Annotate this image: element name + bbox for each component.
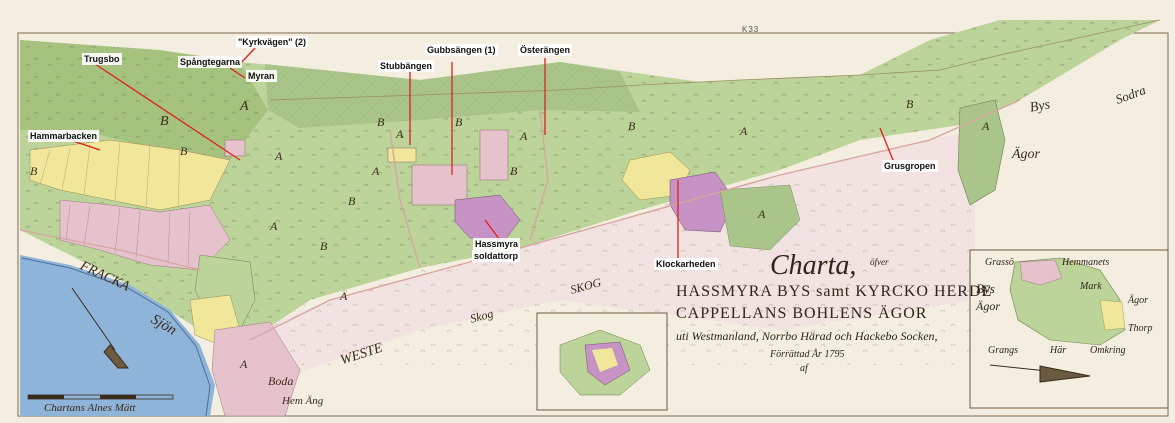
inset-mark: Mark <box>1080 281 1102 292</box>
title-line-westmanland: uti Westmanland, Norrbo Härad och Hackeb… <box>676 329 938 343</box>
label-kyrkvagen: "Kyrkvägen" (2) <box>236 36 309 48</box>
field-letter: B <box>510 164 518 178</box>
village-pink-strips <box>59 199 231 271</box>
field-letter: B <box>348 194 356 208</box>
compass-west-icon <box>71 287 130 369</box>
map-frame <box>17 32 1169 417</box>
roads <box>19 99 1021 341</box>
label-stubbangen: Stubbängen <box>378 60 434 72</box>
field-letter: A <box>758 207 766 221</box>
title-line-cappellans: CAPPELLANS BOHLENS ÄGOR <box>676 305 928 322</box>
title-ofver: öfver <box>870 257 889 267</box>
field-letter: A <box>372 164 380 178</box>
field-letter: B <box>455 115 463 129</box>
inset-bys: Bys <box>976 281 995 296</box>
field-letter: B <box>320 239 328 253</box>
field-letter: A <box>275 149 283 163</box>
inset-grangs: Grangs <box>988 345 1019 356</box>
field-letter: A <box>240 357 248 371</box>
field-letter: A <box>270 219 278 233</box>
field-letter: B <box>628 119 636 133</box>
field-letter: B <box>377 115 385 129</box>
label-hammarbacken: Hammarbacken <box>28 130 100 142</box>
eastern-field <box>957 99 1006 206</box>
field-letter: A <box>740 124 748 138</box>
title-line-hassmyra: HASSMYRA BYS samt KYRCKO HERDE <box>676 283 993 300</box>
field-letter: A <box>240 99 249 114</box>
label-trugsbo: Trugsbo <box>82 53 122 65</box>
sw-pink <box>211 321 301 417</box>
place-hemang: Hem Äng <box>282 395 324 407</box>
inset-agor2: Ägor <box>1128 295 1148 306</box>
label-myran: Myran <box>246 70 277 82</box>
title-charta: Charta, <box>770 250 857 281</box>
field-letter: A <box>340 289 348 303</box>
scale-label: Chartans Alnes Mätt <box>44 402 136 414</box>
label-gubbsangen: Gubbsängen (1) <box>425 44 498 56</box>
scale-bar <box>27 394 174 400</box>
field-letter: A <box>396 127 404 141</box>
title-line-af: af <box>800 363 808 374</box>
annotation-lines <box>69 47 894 258</box>
label-hassmyra: Hassmyra <box>473 238 521 250</box>
place-agor: Ägor <box>1012 147 1040 162</box>
title-line-year: Förrättad År 1795 <box>770 349 845 360</box>
field-letter: B <box>906 97 914 111</box>
field-letter: B <box>30 164 38 178</box>
inset-har: Här <box>1050 345 1067 356</box>
place-boda: Boda <box>268 374 294 388</box>
inset-agor: Ägor <box>976 299 1000 313</box>
inset-omkring: Omkring <box>1090 345 1126 356</box>
compass-inset-icon <box>989 364 1091 383</box>
field-letter: A <box>520 129 528 143</box>
village-plots-west <box>29 139 231 211</box>
inset-thorp: Thorp <box>1128 323 1153 334</box>
label-klockarheden: Klockarheden <box>654 258 718 270</box>
lake <box>20 255 215 416</box>
field-letter: A <box>982 119 990 133</box>
field-letter: B <box>160 114 169 129</box>
field-letter: B <box>180 144 188 158</box>
inset-center <box>536 312 668 411</box>
label-soldattorp: soldattorp <box>472 250 520 262</box>
inset-grasso: Grassö <box>985 257 1014 268</box>
inset-hemmanets: Hemmanets <box>1062 257 1110 268</box>
label-osterangen: Österängen <box>518 44 573 56</box>
inset-right <box>969 249 1169 409</box>
label-grusgropen: Grusgropen <box>882 160 938 172</box>
klockarheden-violet <box>669 171 736 233</box>
sheet-number: K33 <box>742 25 760 34</box>
label-spangtegarna: Spångtegarna <box>178 56 243 68</box>
